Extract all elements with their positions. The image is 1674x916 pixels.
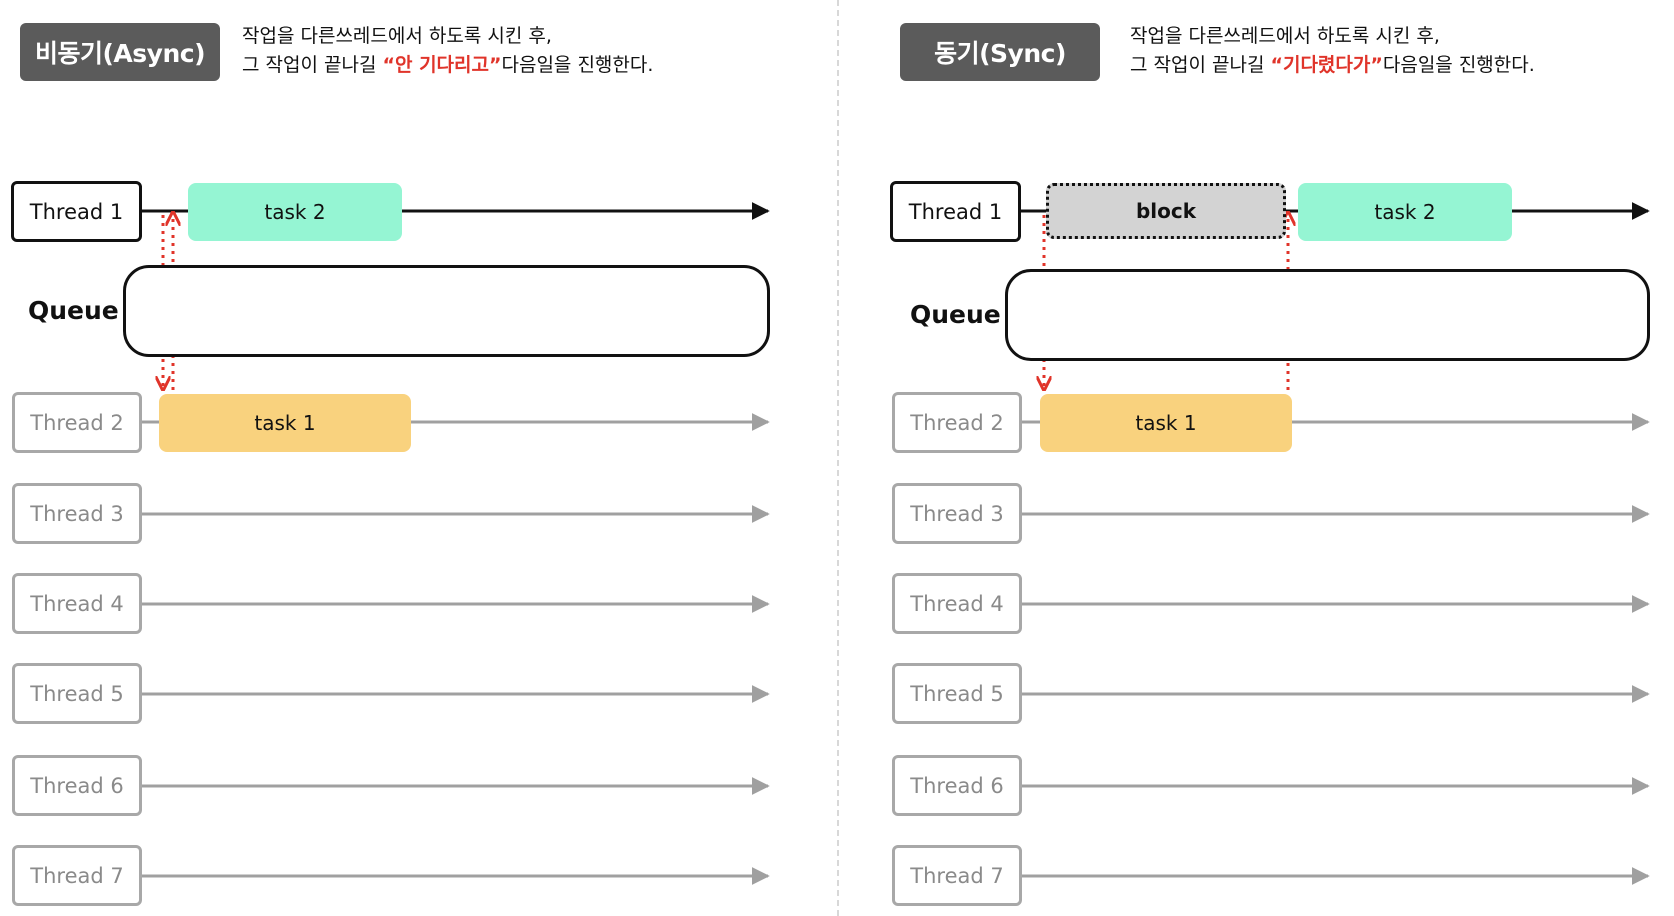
sync-queue-label: Queue bbox=[910, 300, 1001, 329]
async-task-1-label: task 1 bbox=[254, 411, 316, 435]
sync-thread-6-box: Thread 6 bbox=[892, 755, 1022, 816]
sync-thread-2-label: Thread 2 bbox=[910, 410, 1004, 435]
async-thread-7-box: Thread 7 bbox=[12, 845, 142, 906]
async-thread-3-box: Thread 3 bbox=[12, 483, 142, 544]
sync-thread-4-box: Thread 4 bbox=[892, 573, 1022, 634]
async-desc-pre: 그 작업이 끝나길 bbox=[242, 54, 383, 76]
sync-description: 작업을 다른쓰레드에서 하도록 시킨 후, 그 작업이 끝나길 “기다렸다가”다… bbox=[1130, 22, 1535, 80]
async-description: 작업을 다른쓰레드에서 하도록 시킨 후, 그 작업이 끝나길 “안 기다리고”… bbox=[242, 22, 653, 80]
sync-title: 동기(Sync) bbox=[934, 39, 1066, 68]
async-thread-6-box: Thread 6 bbox=[12, 755, 142, 816]
async-thread-5-box: Thread 5 bbox=[12, 663, 142, 724]
async-thread-1-label: Thread 1 bbox=[29, 199, 124, 224]
panel-divider bbox=[837, 0, 839, 916]
async-task-2: task 2 bbox=[188, 183, 402, 241]
async-queue-text: Queue bbox=[28, 296, 119, 325]
async-thread-6-label: Thread 6 bbox=[30, 773, 124, 798]
sync-thread-3-box: Thread 3 bbox=[892, 483, 1022, 544]
sync-block-label: block bbox=[1135, 199, 1197, 223]
sync-thread-7-label: Thread 7 bbox=[910, 863, 1004, 888]
sync-desc-line-2: 그 작업이 끝나길 “기다렸다가”다음일을 진행한다. bbox=[1130, 51, 1535, 80]
async-desc-line-2: 그 작업이 끝나길 “안 기다리고”다음일을 진행한다. bbox=[242, 51, 653, 80]
async-thread-4-label: Thread 4 bbox=[30, 591, 124, 616]
sync-queue-text: Queue bbox=[910, 300, 1001, 329]
async-title-badge: 비동기(Async) bbox=[20, 23, 220, 81]
sync-block: block bbox=[1046, 183, 1286, 239]
async-desc-emphasis: “안 기다리고” bbox=[382, 54, 502, 76]
async-thread-3-label: Thread 3 bbox=[30, 501, 124, 526]
async-thread-4-box: Thread 4 bbox=[12, 573, 142, 634]
sync-thread-5-box: Thread 5 bbox=[892, 663, 1022, 724]
sync-title-badge: 동기(Sync) bbox=[900, 23, 1100, 81]
sync-thread-7-box: Thread 7 bbox=[892, 845, 1022, 906]
async-task-2-label: task 2 bbox=[264, 200, 326, 224]
sync-thread-5-label: Thread 5 bbox=[910, 681, 1004, 706]
sync-desc-pre: 그 작업이 끝나길 bbox=[1130, 54, 1271, 76]
async-queue-label: Queue bbox=[28, 296, 119, 325]
async-thread-1-box: Thread 1 bbox=[11, 181, 142, 242]
async-thread-2-box: Thread 2 bbox=[12, 392, 142, 453]
sync-desc-emphasis: “기다렸다가” bbox=[1270, 54, 1383, 76]
sync-task-2-label: task 2 bbox=[1374, 200, 1436, 224]
sync-desc-post: 다음일을 진행한다. bbox=[1382, 54, 1535, 76]
sync-task-2: task 2 bbox=[1298, 183, 1512, 241]
sync-task-1: task 1 bbox=[1040, 394, 1292, 452]
sync-task-1-label: task 1 bbox=[1135, 411, 1197, 435]
async-thread-7-label: Thread 7 bbox=[30, 863, 124, 888]
async-desc-line-1: 작업을 다른쓰레드에서 하도록 시킨 후, bbox=[242, 25, 552, 47]
sync-thread-4-label: Thread 4 bbox=[910, 591, 1004, 616]
async-thread-2-label: Thread 2 bbox=[30, 410, 124, 435]
async-thread-5-label: Thread 5 bbox=[30, 681, 124, 706]
sync-queue-box bbox=[1005, 269, 1650, 361]
sync-thread-3-label: Thread 3 bbox=[910, 501, 1004, 526]
async-title: 비동기(Async) bbox=[35, 39, 206, 68]
sync-thread-2-box: Thread 2 bbox=[892, 392, 1022, 453]
async-task-1: task 1 bbox=[159, 394, 411, 452]
sync-thread-6-label: Thread 6 bbox=[910, 773, 1004, 798]
sync-thread-1-label: Thread 1 bbox=[908, 199, 1003, 224]
async-desc-post: 다음일을 진행한다. bbox=[501, 54, 654, 76]
async-queue-box bbox=[123, 265, 770, 357]
sync-thread-1-box: Thread 1 bbox=[890, 181, 1021, 242]
sync-desc-line-1: 작업을 다른쓰레드에서 하도록 시킨 후, bbox=[1130, 25, 1440, 47]
